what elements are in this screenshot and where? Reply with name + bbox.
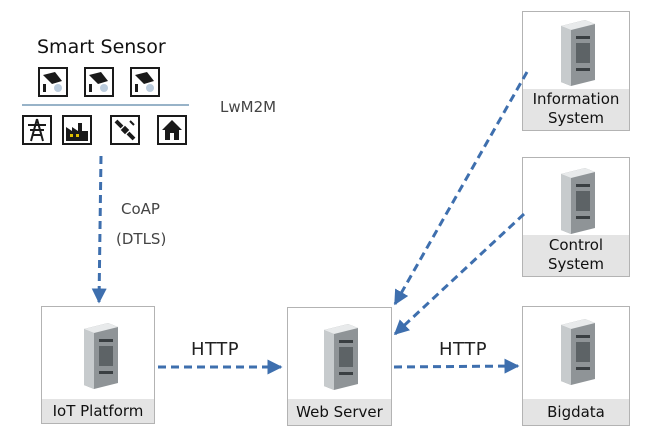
node-label: Bigdata bbox=[523, 399, 629, 425]
information-system-node[interactable]: Information System bbox=[522, 11, 630, 131]
node-label: Information System bbox=[523, 89, 629, 130]
power-tower-icon bbox=[22, 115, 52, 145]
lwm2m-label: LwM2M bbox=[220, 98, 277, 116]
bigdata-node[interactable]: Bigdata bbox=[522, 306, 630, 426]
server-icon bbox=[324, 324, 358, 390]
node-label-line-1: Control bbox=[548, 236, 604, 254]
cctv-camera-icon bbox=[130, 67, 160, 97]
node-label: Control System bbox=[523, 235, 629, 276]
node-label-line-1: Information bbox=[532, 90, 620, 108]
factory-icon bbox=[62, 115, 92, 145]
server-icon bbox=[561, 168, 595, 234]
arrow-info-to-web bbox=[393, 71, 529, 306]
server-icon bbox=[84, 323, 118, 389]
arrow-control-to-web bbox=[393, 212, 526, 336]
server-icon bbox=[561, 319, 595, 385]
control-system-node[interactable]: Control System bbox=[522, 157, 630, 277]
web-server-node[interactable]: Web Server bbox=[287, 307, 392, 426]
node-label-line-2: System bbox=[548, 255, 604, 273]
dtls-label: (DTLS) bbox=[116, 230, 167, 248]
cctv-camera-icon bbox=[38, 67, 68, 97]
cctv-camera-icon bbox=[84, 67, 114, 97]
satellite-icon bbox=[110, 115, 140, 145]
arrow-web-to-bigdata bbox=[393, 358, 520, 374]
iot-platform-node[interactable]: IoT Platform bbox=[41, 306, 155, 424]
http-label-right: HTTP bbox=[439, 339, 488, 360]
node-label-line-2: System bbox=[548, 109, 604, 127]
smart-sensor-title: Smart Sensor bbox=[37, 36, 166, 58]
node-label: Web Server bbox=[288, 399, 391, 425]
arrow-sensor-to-iot bbox=[91, 155, 107, 304]
sensor-divider bbox=[22, 104, 189, 106]
node-label: IoT Platform bbox=[42, 399, 154, 423]
server-icon bbox=[561, 20, 595, 86]
http-label-left: HTTP bbox=[191, 339, 240, 360]
house-icon bbox=[157, 115, 187, 145]
coap-label: CoAP bbox=[121, 200, 160, 218]
